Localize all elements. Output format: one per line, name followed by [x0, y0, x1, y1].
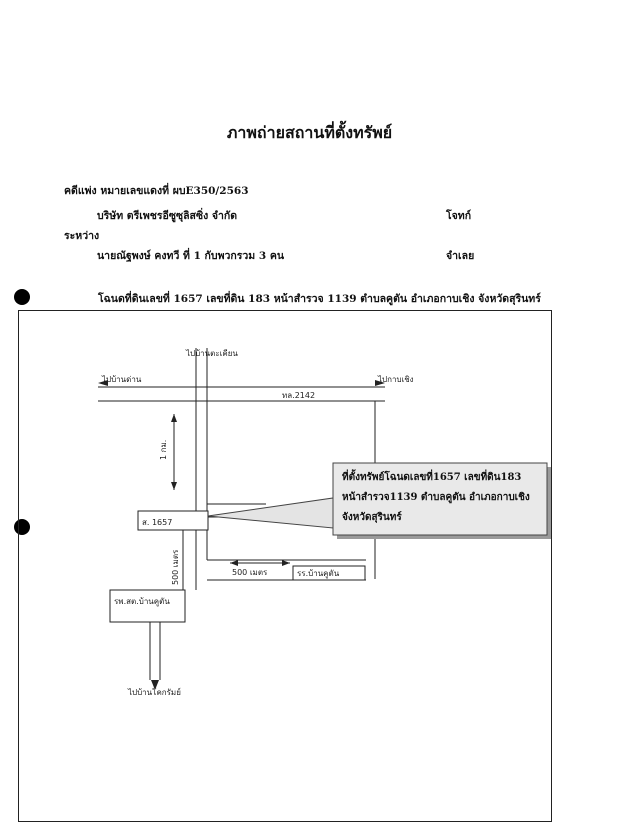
plaintiff-role: โจทก์: [446, 210, 472, 222]
label-plot: ส. 1657: [142, 518, 172, 527]
location-map: ไปบ้านตะเคียน ไปบ้านด่าน ไปกาบเชิง ทล.21…: [98, 348, 551, 697]
label-north: ไปบ้านตะเคียน: [185, 349, 238, 358]
between-label: ระหว่าง: [64, 230, 100, 242]
callout-line-3: จังหวัดสุรินทร์: [342, 512, 402, 523]
label-distance-500m-a: 500 เมตร: [171, 549, 180, 585]
defendant-name: นายณัฐพงษ์ คงทวี ที่ 1 กับพวกรวม 3 คน: [97, 250, 285, 262]
case-number: คดีแพ่ง หมายเลขแดงที่ ผบE350/2563: [64, 185, 249, 197]
defendant-role: จำเลย: [446, 250, 475, 262]
label-school: รร.บ้านคูตัน: [297, 569, 340, 579]
label-east: ไปกาบเชิง: [377, 375, 414, 384]
label-west: ไปบ้านด่าน: [101, 375, 142, 384]
label-highway: ทล.2142: [282, 391, 315, 400]
label-hospital: รพ.สต.บ้านคูตัน: [114, 597, 170, 607]
page-title: ภาพถ่ายสถานที่ตั้งทรัพย์: [226, 123, 393, 142]
binder-hole-top: [14, 289, 30, 305]
callout-line-1: ที่ตั้งทรัพย์โฉนดเลขที่1657 เลขที่ดิน183: [342, 472, 522, 483]
label-south: ไปบ้านโคกรัมย์: [127, 687, 181, 697]
plaintiff-name: บริษัท ตรีเพชรอีซูซุลิสซิ่ง จำกัด: [97, 210, 238, 222]
label-distance-1km: 1 กม.: [159, 440, 168, 460]
deed-description: โฉนดที่ดินเลขที่ 1657 เลขที่ดิน 183 หน้า…: [98, 293, 541, 305]
callout-line-2: หน้าสำรวจ1139 ตำบลคูตัน อำเภอกาบเชิง: [342, 492, 530, 503]
property-callout: ที่ตั้งทรัพย์โฉนดเลขที่1657 เลขที่ดิน183…: [342, 468, 542, 528]
label-distance-500m-b: 500 เมตร: [232, 568, 268, 577]
